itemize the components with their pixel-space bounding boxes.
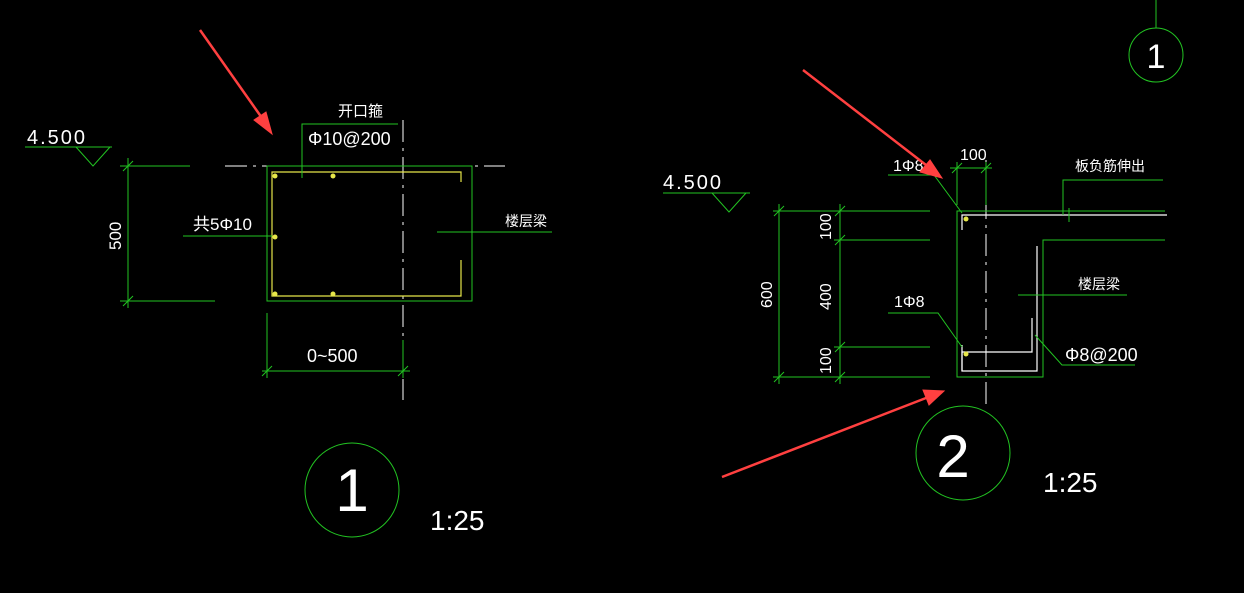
elevation-mark-1: 4.500 bbox=[25, 127, 112, 167]
width-dim-text: 0~500 bbox=[307, 346, 358, 366]
top-bar-leader bbox=[888, 174, 963, 214]
stirrup-leader-2 bbox=[1034, 334, 1135, 366]
mid-height-dim: 400 bbox=[818, 283, 835, 310]
detail-1: 4.500 开口箍 Φ10@200 共5Φ10 楼层梁 bbox=[25, 29, 552, 538]
elevation-text-2: 4.500 bbox=[663, 172, 723, 194]
vertical-dimensions-2: 600 100 400 100 bbox=[759, 204, 930, 384]
detail-number-circle-1 bbox=[304, 442, 400, 538]
width-dimension-2: 100 bbox=[950, 147, 992, 205]
height-dimension: 500 bbox=[106, 158, 215, 308]
side-bars-label: 共5Φ10 bbox=[193, 215, 252, 234]
slab-leader bbox=[1062, 179, 1163, 215]
bottom-bar-label: 1Φ8 bbox=[894, 294, 925, 311]
detail-2: 4.500 1Φ8 100 板负筋伸出 楼层梁 1Φ8 bbox=[663, 69, 1167, 501]
open-stirrup bbox=[271, 171, 462, 297]
annotation-arrow-1 bbox=[198, 29, 273, 136]
total-height-dim: 600 bbox=[759, 281, 776, 308]
annotation-arrow-2 bbox=[802, 69, 944, 179]
inner-stirrup bbox=[961, 318, 1033, 371]
rebar-dots bbox=[272, 173, 336, 297]
scale-text-1: 1:25 bbox=[430, 505, 485, 536]
slab-label: 板负筋伸出 bbox=[1075, 158, 1145, 174]
elevation-mark-2: 4.500 bbox=[663, 172, 750, 213]
height-dim-text: 500 bbox=[106, 222, 125, 250]
scale-text-2: 1:25 bbox=[1043, 467, 1098, 498]
beam-label-2: 楼层梁 bbox=[1078, 276, 1120, 292]
elevation-text: 4.500 bbox=[27, 127, 87, 149]
corner-marker: 1 bbox=[1128, 0, 1184, 83]
beam-label: 楼层梁 bbox=[505, 213, 547, 229]
detail-number-circle-2 bbox=[915, 405, 1011, 501]
bottom-height-dim: 100 bbox=[818, 347, 835, 374]
top-rebar bbox=[961, 214, 1167, 230]
width-dim-text-2: 100 bbox=[960, 147, 987, 164]
detail-number-2: 2 bbox=[936, 423, 969, 490]
stirrup-spec-2: Φ8@200 bbox=[1065, 345, 1138, 365]
annotation-arrow-3 bbox=[721, 389, 946, 479]
stirrup-leader bbox=[301, 123, 398, 178]
top-bar-dot bbox=[963, 216, 969, 222]
top-height-dim: 100 bbox=[818, 213, 835, 240]
corner-marker-number: 1 bbox=[1147, 38, 1166, 76]
width-dimension: 0~500 bbox=[261, 313, 410, 378]
bottom-bar-dot bbox=[963, 351, 969, 357]
beam-section-outline bbox=[266, 165, 473, 302]
beam-slab-outline bbox=[956, 210, 1165, 378]
bottom-bar-leader bbox=[888, 312, 963, 348]
top-bar-label: 1Φ8 bbox=[893, 158, 924, 175]
stirrup-label: 开口箍 bbox=[338, 103, 383, 120]
stirrup-spec: Φ10@200 bbox=[308, 129, 391, 149]
detail-number-1: 1 bbox=[335, 457, 368, 524]
